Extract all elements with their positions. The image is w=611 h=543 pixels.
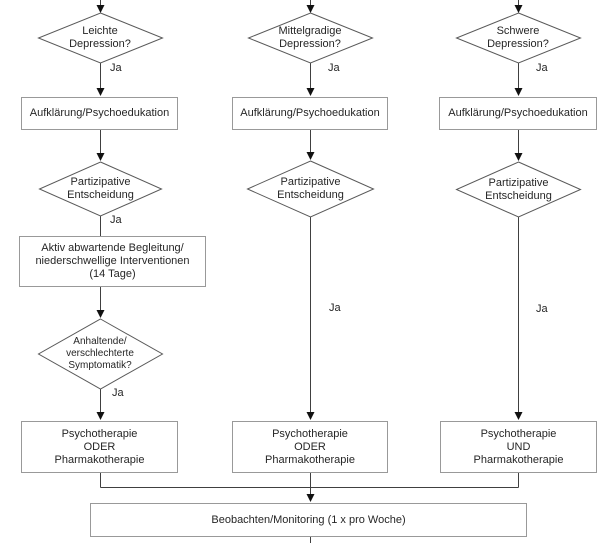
edge-label-ja: Ja <box>536 303 548 315</box>
node-therapie-middle: Psychotherapie ODER Pharmakotherapie <box>232 421 388 473</box>
node-therapie-right: Psychotherapie UND Pharmakotherapie <box>440 421 597 473</box>
decision-shape-partizipative-middle <box>246 160 375 218</box>
edge-label-ja: Ja <box>112 387 124 399</box>
decision-shape-partizipative-left <box>38 161 163 217</box>
decision-shape-mittelgradige <box>247 12 374 64</box>
decision-shape-partizipative-right <box>455 161 582 218</box>
decision-shape-schwere <box>455 12 582 64</box>
node-therapie-left: Psychotherapie ODER Pharmakotherapie <box>21 421 178 473</box>
edge-label-ja: Ja <box>536 62 548 74</box>
decision-shape-symptomatik <box>37 318 164 390</box>
edge-label-ja: Ja <box>328 62 340 74</box>
edge-label-ja: Ja <box>110 62 122 74</box>
node-aktiv-abwartende-begleitung: Aktiv abwartende Begleitung/ niederschwe… <box>19 236 206 287</box>
edge-label-ja: Ja <box>110 214 122 226</box>
node-aufklaerung-left: Aufklärung/Psychoedukation <box>21 97 178 130</box>
node-aufklaerung-right: Aufklärung/Psychoedukation <box>439 97 597 130</box>
edge-label-ja: Ja <box>329 302 341 314</box>
decision-shape-leichte <box>37 12 164 64</box>
node-aufklaerung-middle: Aufklärung/Psychoedukation <box>232 97 388 130</box>
node-monitoring: Beobachten/Monitoring (1 x pro Woche) <box>90 503 527 537</box>
